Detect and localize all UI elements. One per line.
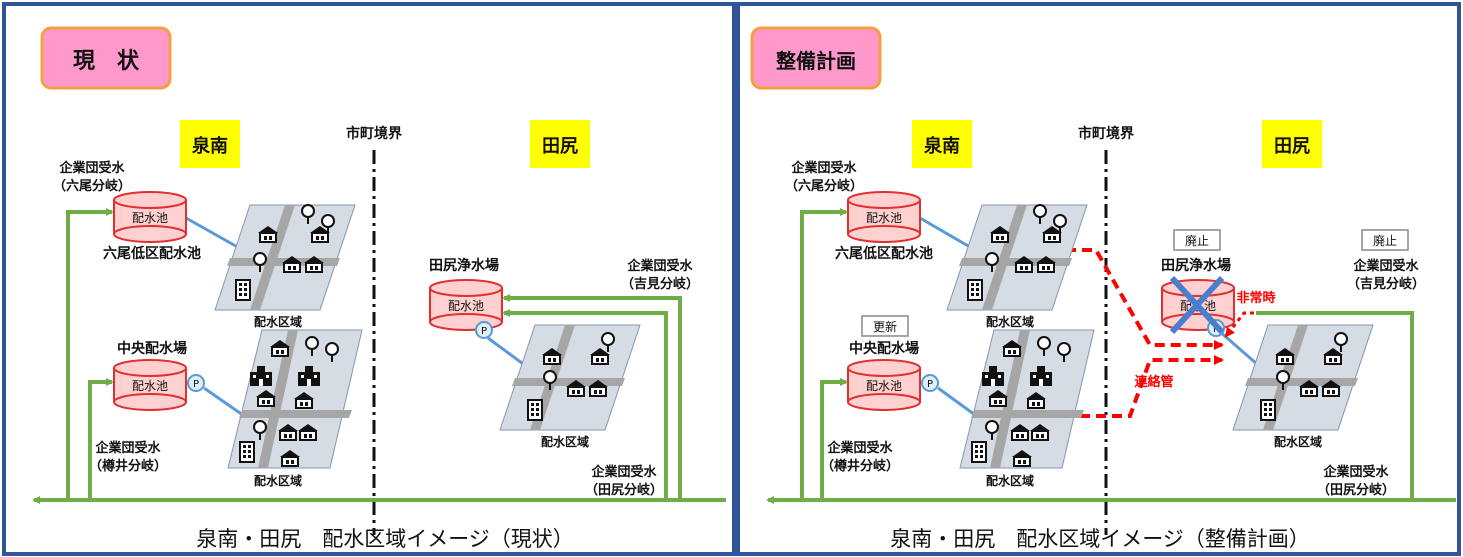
right-emergency-label: 非常時 <box>1236 290 1275 306</box>
svg-text:P: P <box>927 379 933 390</box>
right-badge-box <box>750 26 882 90</box>
right-region-sennan-box <box>912 120 972 168</box>
right-region-tajiri: 田尻 <box>1274 136 1310 157</box>
right-rokuo-label: 六尾低区配水池 <box>835 245 933 262</box>
left-panel: 現 状 泉南 田尻 市町境界 企業団受水 （六尾分岐） 配水池 六尾 <box>2 2 736 556</box>
svg-text:配水池: 配水池 <box>448 299 484 313</box>
right-supply-top-l1: 企業団受水 <box>790 160 857 176</box>
right-caption: 泉南・田尻 配水区域イメージ（整備計画） <box>890 527 1310 551</box>
left-supply-br-l1: 企業団受水 <box>590 464 657 480</box>
left-chuo-pump-icon: P <box>187 374 205 392</box>
left-tajiri-plant-label: 田尻浄水場 <box>429 257 499 274</box>
right-rokuo-tank: 配水池 <box>847 191 921 243</box>
right-connection-lower <box>1064 355 1224 418</box>
right-chuo-tank: 配水池 <box>847 359 921 411</box>
right-panel: 整備計画 泉南 田尻 市町境界 企業団受水 （六尾分岐） 配水池 六尾低区配 <box>736 2 1461 556</box>
abolish-cross-icon <box>1169 275 1225 335</box>
right-connection-upper <box>1066 248 1224 350</box>
right-renew-box <box>861 315 909 337</box>
left-badge: 現 状 <box>73 49 140 74</box>
right-supply-top-l2: （六尾分岐） <box>785 178 863 194</box>
right-abolish-label-1: 廃止 <box>1185 233 1209 248</box>
right-abolish-box-2 <box>1361 229 1409 251</box>
left-region-tajiri: 田尻 <box>542 136 578 157</box>
left-rokuo-label: 六尾低区配水池 <box>103 245 201 262</box>
left-badge-box <box>40 26 172 90</box>
left-chuo-label: 中央配水場 <box>117 340 187 357</box>
right-district-3 <box>1232 324 1374 431</box>
right-renew-label: 更新 <box>873 319 897 334</box>
right-region-tajiri-box <box>1262 120 1322 168</box>
left-panel-frame <box>2 2 736 556</box>
right-district-2-label: 配水区域 <box>986 473 1034 488</box>
right-emergency-pipe <box>1224 311 1254 338</box>
right-district-3-label: 配水区域 <box>1274 434 1322 449</box>
left-boundary-label: 市町境界 <box>346 125 403 142</box>
right-chuo-pump-icon: P <box>921 374 939 392</box>
left-rokuo-tank: 配水池 <box>113 191 187 243</box>
left-district-2 <box>227 329 363 469</box>
left-supply-bl-l2: （樽井分岐） <box>89 458 167 474</box>
left-district-2-label: 配水区域 <box>254 473 302 488</box>
left-supply-top-l2: （六尾分岐） <box>53 178 131 194</box>
left-supply-right-l1: 企業団受水 <box>626 258 693 274</box>
left-district-1 <box>214 204 356 311</box>
left-region-sennan: 泉南 <box>192 135 228 157</box>
right-supply-br-l2: （田尻分岐） <box>1317 482 1395 498</box>
left-district-3 <box>499 324 641 431</box>
right-abolish-box-1 <box>1173 229 1221 251</box>
right-badge: 整備計画 <box>775 49 856 73</box>
right-region-sennan: 泉南 <box>924 135 960 157</box>
left-caption: 泉南・田尻 配水区域イメージ（現状） <box>196 527 574 551</box>
left-region-sennan-box <box>180 120 240 168</box>
right-boundary-label: 市町境界 <box>1078 125 1135 142</box>
left-district-3-label: 配水区域 <box>541 434 589 449</box>
right-supply-right-l1: 企業団受水 <box>1352 258 1419 274</box>
left-district-1-label: 配水区域 <box>254 314 302 329</box>
svg-text:P: P <box>193 379 199 390</box>
right-connection-label: 連絡管 <box>1134 374 1173 390</box>
right-supply-br-l1: 企業団受水 <box>1322 464 1389 480</box>
right-chuo-label: 中央配水場 <box>849 340 919 357</box>
left-supply-top-l1: 企業団受水 <box>58 160 125 176</box>
right-supply-bl-l2: （樽井分岐） <box>821 458 899 474</box>
left-tajiri-tank: 配水池 <box>429 279 503 331</box>
left-tajiri-pump-icon: P <box>475 321 493 339</box>
right-abolish-label-2: 廃止 <box>1373 233 1397 248</box>
right-panel-frame <box>736 2 1461 556</box>
svg-text:配水池: 配水池 <box>866 211 902 225</box>
right-district-2 <box>959 329 1095 469</box>
left-region-tajiri-box <box>530 120 590 168</box>
svg-text:配水池: 配水池 <box>132 379 168 393</box>
left-supply-right-l2: （吉見分岐） <box>621 276 699 292</box>
svg-text:配水池: 配水池 <box>132 211 168 225</box>
right-supply-right-l2: （吉見分岐） <box>1347 276 1425 292</box>
left-supply-bl-l1: 企業団受水 <box>94 440 161 456</box>
right-tajiri-plant-label: 田尻浄水場 <box>1161 257 1231 274</box>
left-supply-br-l2: （田尻分岐） <box>585 482 663 498</box>
svg-text:配水池: 配水池 <box>866 379 902 393</box>
svg-text:P: P <box>481 326 487 337</box>
right-district-1 <box>946 204 1088 311</box>
right-district-1-label: 配水区域 <box>986 314 1034 329</box>
right-supply-bl-l1: 企業団受水 <box>826 440 893 456</box>
left-chuo-tank: 配水池 <box>113 359 187 411</box>
